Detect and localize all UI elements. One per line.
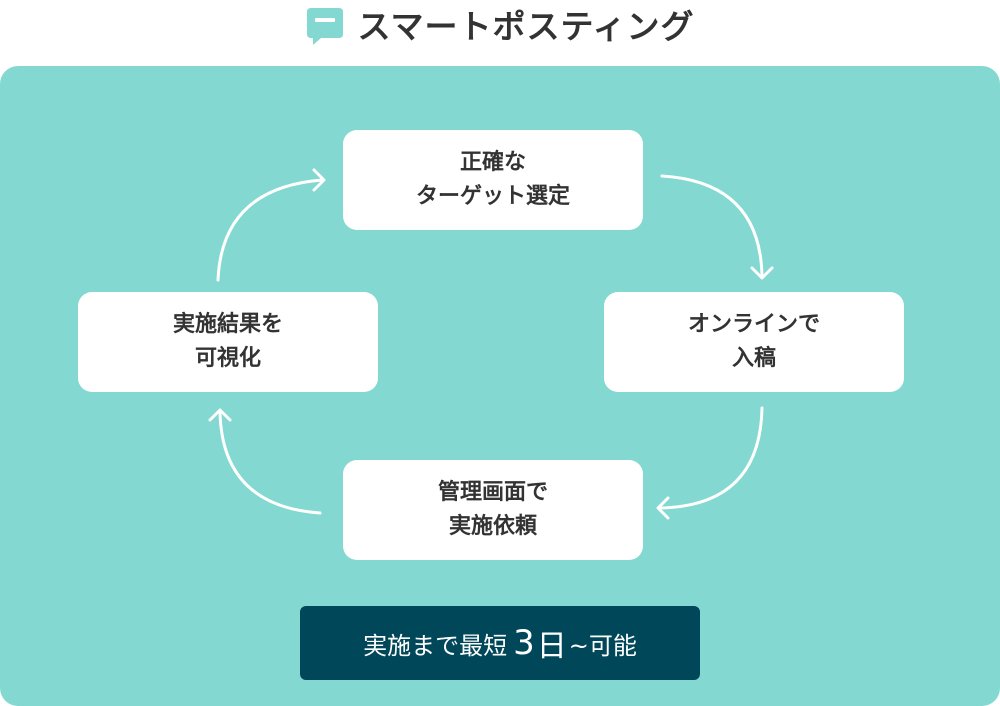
- step-line: オンラインで: [687, 312, 820, 337]
- step-line: ターゲット選定: [415, 184, 570, 209]
- step-target-selection: 正確な ターゲット選定: [343, 130, 643, 230]
- speech-bubble-icon: [307, 8, 344, 45]
- step-line: 実施結果を: [172, 312, 283, 337]
- step-request-execution: 管理画面で 実施依頼: [343, 460, 643, 560]
- curved-arrow-icon: [218, 410, 322, 515]
- badge-number: 3: [513, 623, 535, 663]
- badge-day: 日: [536, 629, 567, 664]
- step-visualize-results: 実施結果を 可視化: [78, 292, 378, 392]
- arrowhead-icon: [312, 168, 326, 192]
- arrowhead-icon: [656, 496, 670, 520]
- curved-arrow-icon: [660, 174, 764, 278]
- arrowhead-icon: [750, 266, 774, 280]
- arrowhead-icon: [208, 408, 232, 422]
- step-line: 正確な: [459, 150, 526, 175]
- badge-prefix: 実施まで最短: [363, 631, 508, 660]
- badge-suffix: ~可能: [568, 631, 637, 660]
- curved-arrow-icon: [658, 406, 764, 510]
- step-line: 可視化: [194, 346, 261, 371]
- step-online-submission: オンラインで 入稿: [604, 292, 904, 392]
- curved-arrow-icon: [216, 178, 324, 282]
- step-line: 実施依頼: [448, 514, 537, 539]
- header: スマートポスティング: [0, 0, 1000, 52]
- step-line: 入稿: [731, 346, 776, 371]
- brand-name: スマートポスティング: [357, 6, 695, 46]
- lead-time-badge: 実施まで最短 3 日 ~可能: [300, 606, 700, 680]
- step-line: 管理画面で: [437, 480, 548, 505]
